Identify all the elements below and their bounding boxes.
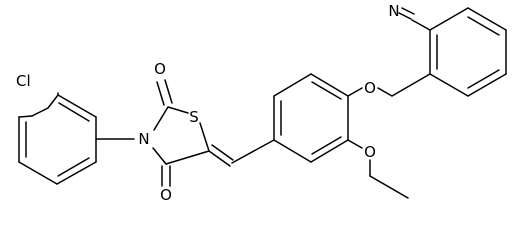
bond [18,161,58,185]
bond [165,150,210,165]
oxygen-ether-benzyl-label: O [364,79,376,97]
oxygen-carbonyl-c4-label: O [160,186,172,204]
bond [211,144,234,161]
chemical-structure-diagram: Cl N S O O O O N [16,2,507,204]
thiazolidinedione-ring [95,79,234,187]
bond [377,87,393,97]
bond [311,81,342,100]
oxygen-carbonyl-c2-label: O [154,60,166,78]
bond [391,73,431,97]
sulfur-label: S [189,108,199,126]
molecule-drawing: Cl N S O O O O N [16,2,507,204]
bond [467,73,507,97]
bond [167,106,189,114]
chlorophenyl-ring [18,92,97,185]
bond [347,139,363,149]
benzonitrile-ring [398,7,507,97]
nitrile-nitrogen-label: N [388,2,399,20]
bond [467,7,507,31]
bond [152,147,167,165]
central-benzene-ring [231,73,349,164]
bond [401,7,415,15]
bond [231,139,275,164]
bond [58,102,90,122]
bond [310,73,349,97]
bond [56,161,97,185]
bond [57,94,97,118]
bond [429,73,469,97]
atom-labels: Cl N S O O O O N [16,2,400,204]
bond [273,139,312,163]
bond [411,19,431,31]
bond [398,12,412,20]
bond [311,136,342,155]
ether-linkages [347,73,431,199]
bond [369,175,409,199]
bond [347,87,363,97]
bond [31,107,49,117]
bond [429,7,469,31]
bond [273,73,312,97]
bond [153,106,169,131]
nitrogen-label: N [138,130,149,148]
bond [467,69,500,89]
bond [199,122,210,152]
bond [156,81,165,106]
bond [57,157,90,177]
chlorine-label: Cl [16,72,31,90]
bond [208,150,231,167]
bond [47,94,59,109]
bond [18,115,33,118]
bond [467,16,500,36]
bond [164,79,173,104]
bond [310,139,349,163]
oxygen-ether-ethoxy-label: O [364,143,376,161]
